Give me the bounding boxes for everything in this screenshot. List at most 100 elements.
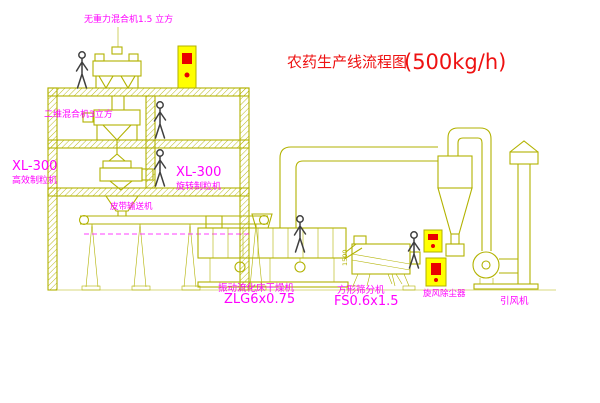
person-figure xyxy=(75,51,89,89)
pipe-outer-wall xyxy=(447,127,492,251)
label-xl-left-name: 高效制粒机 xyxy=(12,174,57,186)
stack-cap-body xyxy=(509,151,539,165)
panel-display xyxy=(428,234,438,240)
panel-button xyxy=(431,244,435,248)
conveyor-pulley xyxy=(78,214,90,226)
discharge-cone xyxy=(120,75,136,90)
control-panel-roof xyxy=(177,45,197,89)
panel-cabinet xyxy=(177,45,197,89)
panel-cabinet xyxy=(423,229,443,253)
fan-support xyxy=(479,278,494,284)
induced-draft-fan xyxy=(472,251,539,290)
pipe-inner-wall xyxy=(457,137,483,251)
panel-display xyxy=(431,263,441,275)
fan-volute xyxy=(472,251,500,279)
granulator-motor xyxy=(141,168,154,181)
dryer-discharge-chute xyxy=(345,243,363,259)
mixer-body xyxy=(92,60,142,77)
rotary-granulator xyxy=(99,140,154,191)
stack-cap-roof xyxy=(509,140,539,153)
label-cyclone: 旋风除尘器 xyxy=(423,288,466,299)
mixer-motor xyxy=(94,53,105,62)
leg-foot xyxy=(131,285,151,291)
mixer-inlet-cap xyxy=(111,46,123,55)
sifter-legs xyxy=(352,273,410,287)
exhaust-stack xyxy=(509,140,539,284)
dust-collector-box xyxy=(445,243,465,257)
label-sifter-model: FS0.6x1.5 xyxy=(334,294,399,309)
bin-chute xyxy=(117,211,127,216)
mixer-motor xyxy=(128,53,139,62)
cyclone-dipleg xyxy=(450,233,460,245)
panel-button xyxy=(434,278,438,282)
discharge-cone xyxy=(98,75,114,90)
label-xl-left-model: XL-300 xyxy=(12,159,57,174)
fan-base-frame xyxy=(473,283,539,290)
duct-outer-wall xyxy=(279,146,438,228)
leg-foot xyxy=(81,285,101,291)
dimension-1500: 1500 xyxy=(341,249,349,266)
label-xl-center-model: XL-300 xyxy=(176,165,221,180)
label-sifter-name: 方形筛分机 xyxy=(337,284,385,296)
cyclone-outlet-piping xyxy=(447,127,492,251)
label-mid-mixer: 二维混合机3立方 xyxy=(44,108,113,120)
sifter-outlets xyxy=(387,273,403,285)
leg-foot xyxy=(402,285,416,291)
fan-hub xyxy=(481,260,491,270)
fan-outlet-duct xyxy=(499,258,518,274)
sifter-inlet xyxy=(353,235,367,245)
panel-display xyxy=(182,53,192,64)
leg-foot xyxy=(346,285,360,291)
dryer-body xyxy=(197,227,347,259)
discharge-bin xyxy=(104,195,140,216)
control-panel-small xyxy=(423,229,443,253)
stack-walls xyxy=(517,164,531,284)
dryer-top-box xyxy=(205,215,223,229)
dryer-legs xyxy=(209,258,335,282)
mixer-motor xyxy=(82,112,94,123)
label-dryer-model: ZLG6x0.75 xyxy=(224,292,295,307)
leg-foot xyxy=(247,285,267,291)
vibration-motor xyxy=(234,261,246,273)
screen-deck-lines xyxy=(351,253,411,271)
dryer-flange-lines xyxy=(212,228,334,258)
duct-inner-wall xyxy=(295,160,438,228)
two-dimensional-mixer xyxy=(82,96,141,141)
leg-foot xyxy=(181,285,201,291)
inlet-pipes xyxy=(111,96,125,110)
discharge-cone xyxy=(108,180,134,191)
label-dryer-name: 振动流化床干燥机 xyxy=(218,282,295,294)
person-figure xyxy=(153,149,167,187)
vibration-motor xyxy=(294,261,306,273)
y-chute xyxy=(108,140,126,162)
panel-button xyxy=(184,72,190,78)
dryer-base-frame xyxy=(197,281,349,288)
conveyor-pulley xyxy=(258,214,270,226)
diagram-title: 农药生产线流程图 xyxy=(287,53,407,71)
label-conveyor: 皮带输送机 xyxy=(110,201,153,212)
granulator-body xyxy=(99,167,143,182)
control-panel-cyclone xyxy=(425,257,447,287)
conveyor-deck xyxy=(80,215,268,225)
conveyor-legs xyxy=(85,223,263,288)
mixer-legs xyxy=(96,125,138,140)
label-xl-center-name: 旋转制粒机 xyxy=(176,180,221,192)
diagram-title-capacity: (500kg/h) xyxy=(404,50,506,74)
fluid-bed-dryer xyxy=(197,213,349,288)
discharge-cone xyxy=(101,124,133,141)
person-figure xyxy=(153,101,167,139)
label-top-mixer: 无重力混合机1.5 立方 xyxy=(84,13,173,25)
square-sifter xyxy=(345,235,421,291)
label-fan: 引风机 xyxy=(500,295,529,307)
belt-conveyor xyxy=(78,214,270,291)
roof-slab xyxy=(47,87,250,97)
exhaust-duct xyxy=(279,146,438,228)
bin-body xyxy=(104,195,140,212)
floor-slab-2 xyxy=(47,139,250,149)
building-structure xyxy=(47,87,250,291)
feed-hopper xyxy=(102,160,132,169)
cyclone-cone xyxy=(437,187,473,235)
cyclone-separator xyxy=(437,155,473,257)
gravity-free-mixer xyxy=(92,46,142,90)
